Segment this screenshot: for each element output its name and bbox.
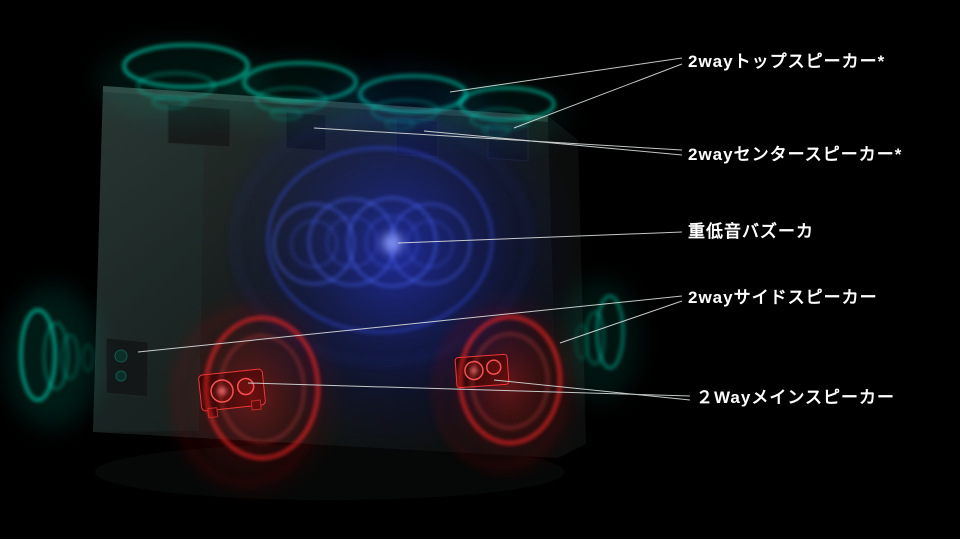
leader-line-main-1 [247, 382, 691, 397]
leader-line-top-2 [513, 63, 683, 129]
leader-line-bazooka [397, 231, 683, 244]
main-speaker-glow-right [426, 288, 590, 484]
leader-line-side-2 [559, 300, 683, 344]
leader-line-main-2 [493, 379, 691, 401]
label-bazooka: 重低音バズーカ [688, 222, 814, 241]
leader-lines [137, 57, 691, 401]
leader-line-side-1 [137, 295, 683, 353]
leader-line-center-2 [423, 130, 683, 156]
label-center-speaker: 2wayセンタースピーカー* [688, 145, 903, 164]
label-main-speaker: ２Wayメインスピーカー [696, 388, 895, 407]
side-speaker-housing-left [105, 337, 149, 398]
label-top-speaker: 2wayトップスピーカー* [688, 52, 886, 71]
main-speaker-glow-left [157, 286, 347, 506]
side-speaker-glow-left [4, 285, 100, 429]
label-side-speaker: 2wayサイドスピーカー [688, 288, 878, 307]
leader-line-top-1 [449, 57, 683, 93]
leader-line-center-1 [313, 127, 683, 151]
